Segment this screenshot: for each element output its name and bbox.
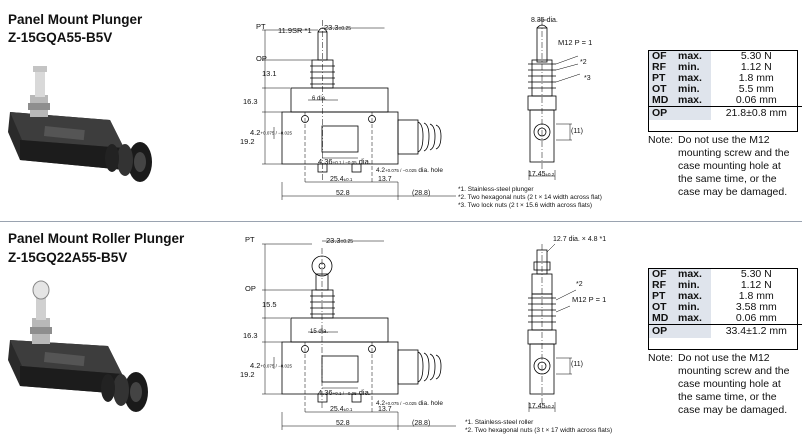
spec-table-box: [648, 268, 798, 350]
dim-8-35: 8.35 dia.: [531, 17, 558, 24]
dim-pt: PT: [256, 22, 266, 31]
product-title: Panel Mount Roller Plunger: [8, 231, 185, 246]
dim-25-4: 25.4±0.1: [330, 406, 353, 413]
spec-table-box: [648, 50, 798, 132]
footnote: *1. Stainless-steel plunger: [458, 186, 534, 193]
dim-m12: M12 P = 1: [572, 295, 607, 304]
dim-16: 16.3: [243, 97, 258, 106]
footnote: *2. Two hexagonal nuts (2 t × 14 width a…: [458, 194, 602, 201]
dim-25-4: 25.4±0.1: [330, 176, 353, 183]
dim-17-45: 17.45±0.2: [528, 171, 555, 178]
dim-11: (11): [571, 128, 583, 135]
dim-23: 23.3±0.25: [324, 23, 352, 32]
dim-pt: PT: [245, 235, 255, 244]
mounting-note: Do not use the M12 mounting screw and th…: [678, 134, 790, 198]
section-divider: [0, 221, 802, 222]
footnote: *3. Two lock nuts (2 t × 15.6 width acro…: [458, 202, 593, 209]
dim-28-8: (28.8): [412, 190, 431, 197]
dim-13-7: 13.7: [378, 176, 392, 183]
dim-19: 19.2: [240, 370, 255, 379]
note-3: *3: [584, 75, 591, 82]
dim-15-5: 15.5: [262, 300, 277, 309]
dim-11: (11): [571, 361, 583, 368]
dim-23: 23.3±0.25: [326, 236, 354, 245]
dim-15dia: 15 dia.: [310, 329, 329, 335]
dim-4-36: 4.36+0.1 / −0.05 dia.: [318, 157, 371, 166]
dim-13-7: 13.7: [378, 406, 392, 413]
dim-op: OP: [245, 284, 256, 293]
product-model: Z-15GQ22A55-B5V: [8, 250, 128, 265]
dim-4-2-hole: 4.2+0.075 / −0.025 dia. hole: [376, 400, 443, 407]
dim-4-2: 4.2+0.075 / −0.025: [250, 128, 292, 137]
dim-op: OP: [256, 54, 267, 63]
dim-13: 13.1: [262, 69, 277, 78]
footnote: *2. Two hexagonal nuts (3 t × 17 width a…: [465, 427, 613, 434]
dim-roller: 12.7 dia. × 4.8 *1: [553, 236, 607, 243]
dim-6dia: 6 dia.: [312, 96, 327, 102]
note-2: *2: [580, 59, 587, 66]
note-2: *2: [576, 281, 583, 288]
product-model: Z-15GQA55-B5V: [8, 30, 113, 45]
dim-17-45: 17.45±0.2: [528, 403, 555, 410]
note-label: Note:: [648, 134, 674, 146]
dim-m12: M12 P = 1: [558, 38, 593, 47]
product-title: Panel Mount Plunger: [8, 12, 143, 27]
dim-28-8: (28.8): [412, 420, 431, 427]
dim-16: 16.3: [243, 331, 258, 340]
dim-4-2: 4.2+0.075 / −0.025: [250, 361, 292, 370]
dim-4-2-hole: 4.2+0.075 / −0.025 dia. hole: [376, 167, 443, 174]
dim-4-36: 4.36+0.1 / −0.05 dia.: [318, 388, 371, 397]
note-label: Note:: [648, 352, 674, 364]
dim-52-8: 52.8: [336, 190, 350, 197]
dim-19: 19.2: [240, 137, 255, 146]
footnotes: *1. Stainless-steel plunger *2. Two hexa…: [458, 186, 602, 210]
footnotes: *1. Stainless-steel roller *2. Two hexag…: [465, 419, 612, 435]
footnote: *1. Stainless-steel roller: [465, 419, 534, 426]
dim-sr: 11.9SR *1: [278, 26, 312, 35]
mounting-note: Do not use the M12 mounting screw and th…: [678, 352, 790, 416]
dim-52-8: 52.8: [336, 420, 350, 427]
